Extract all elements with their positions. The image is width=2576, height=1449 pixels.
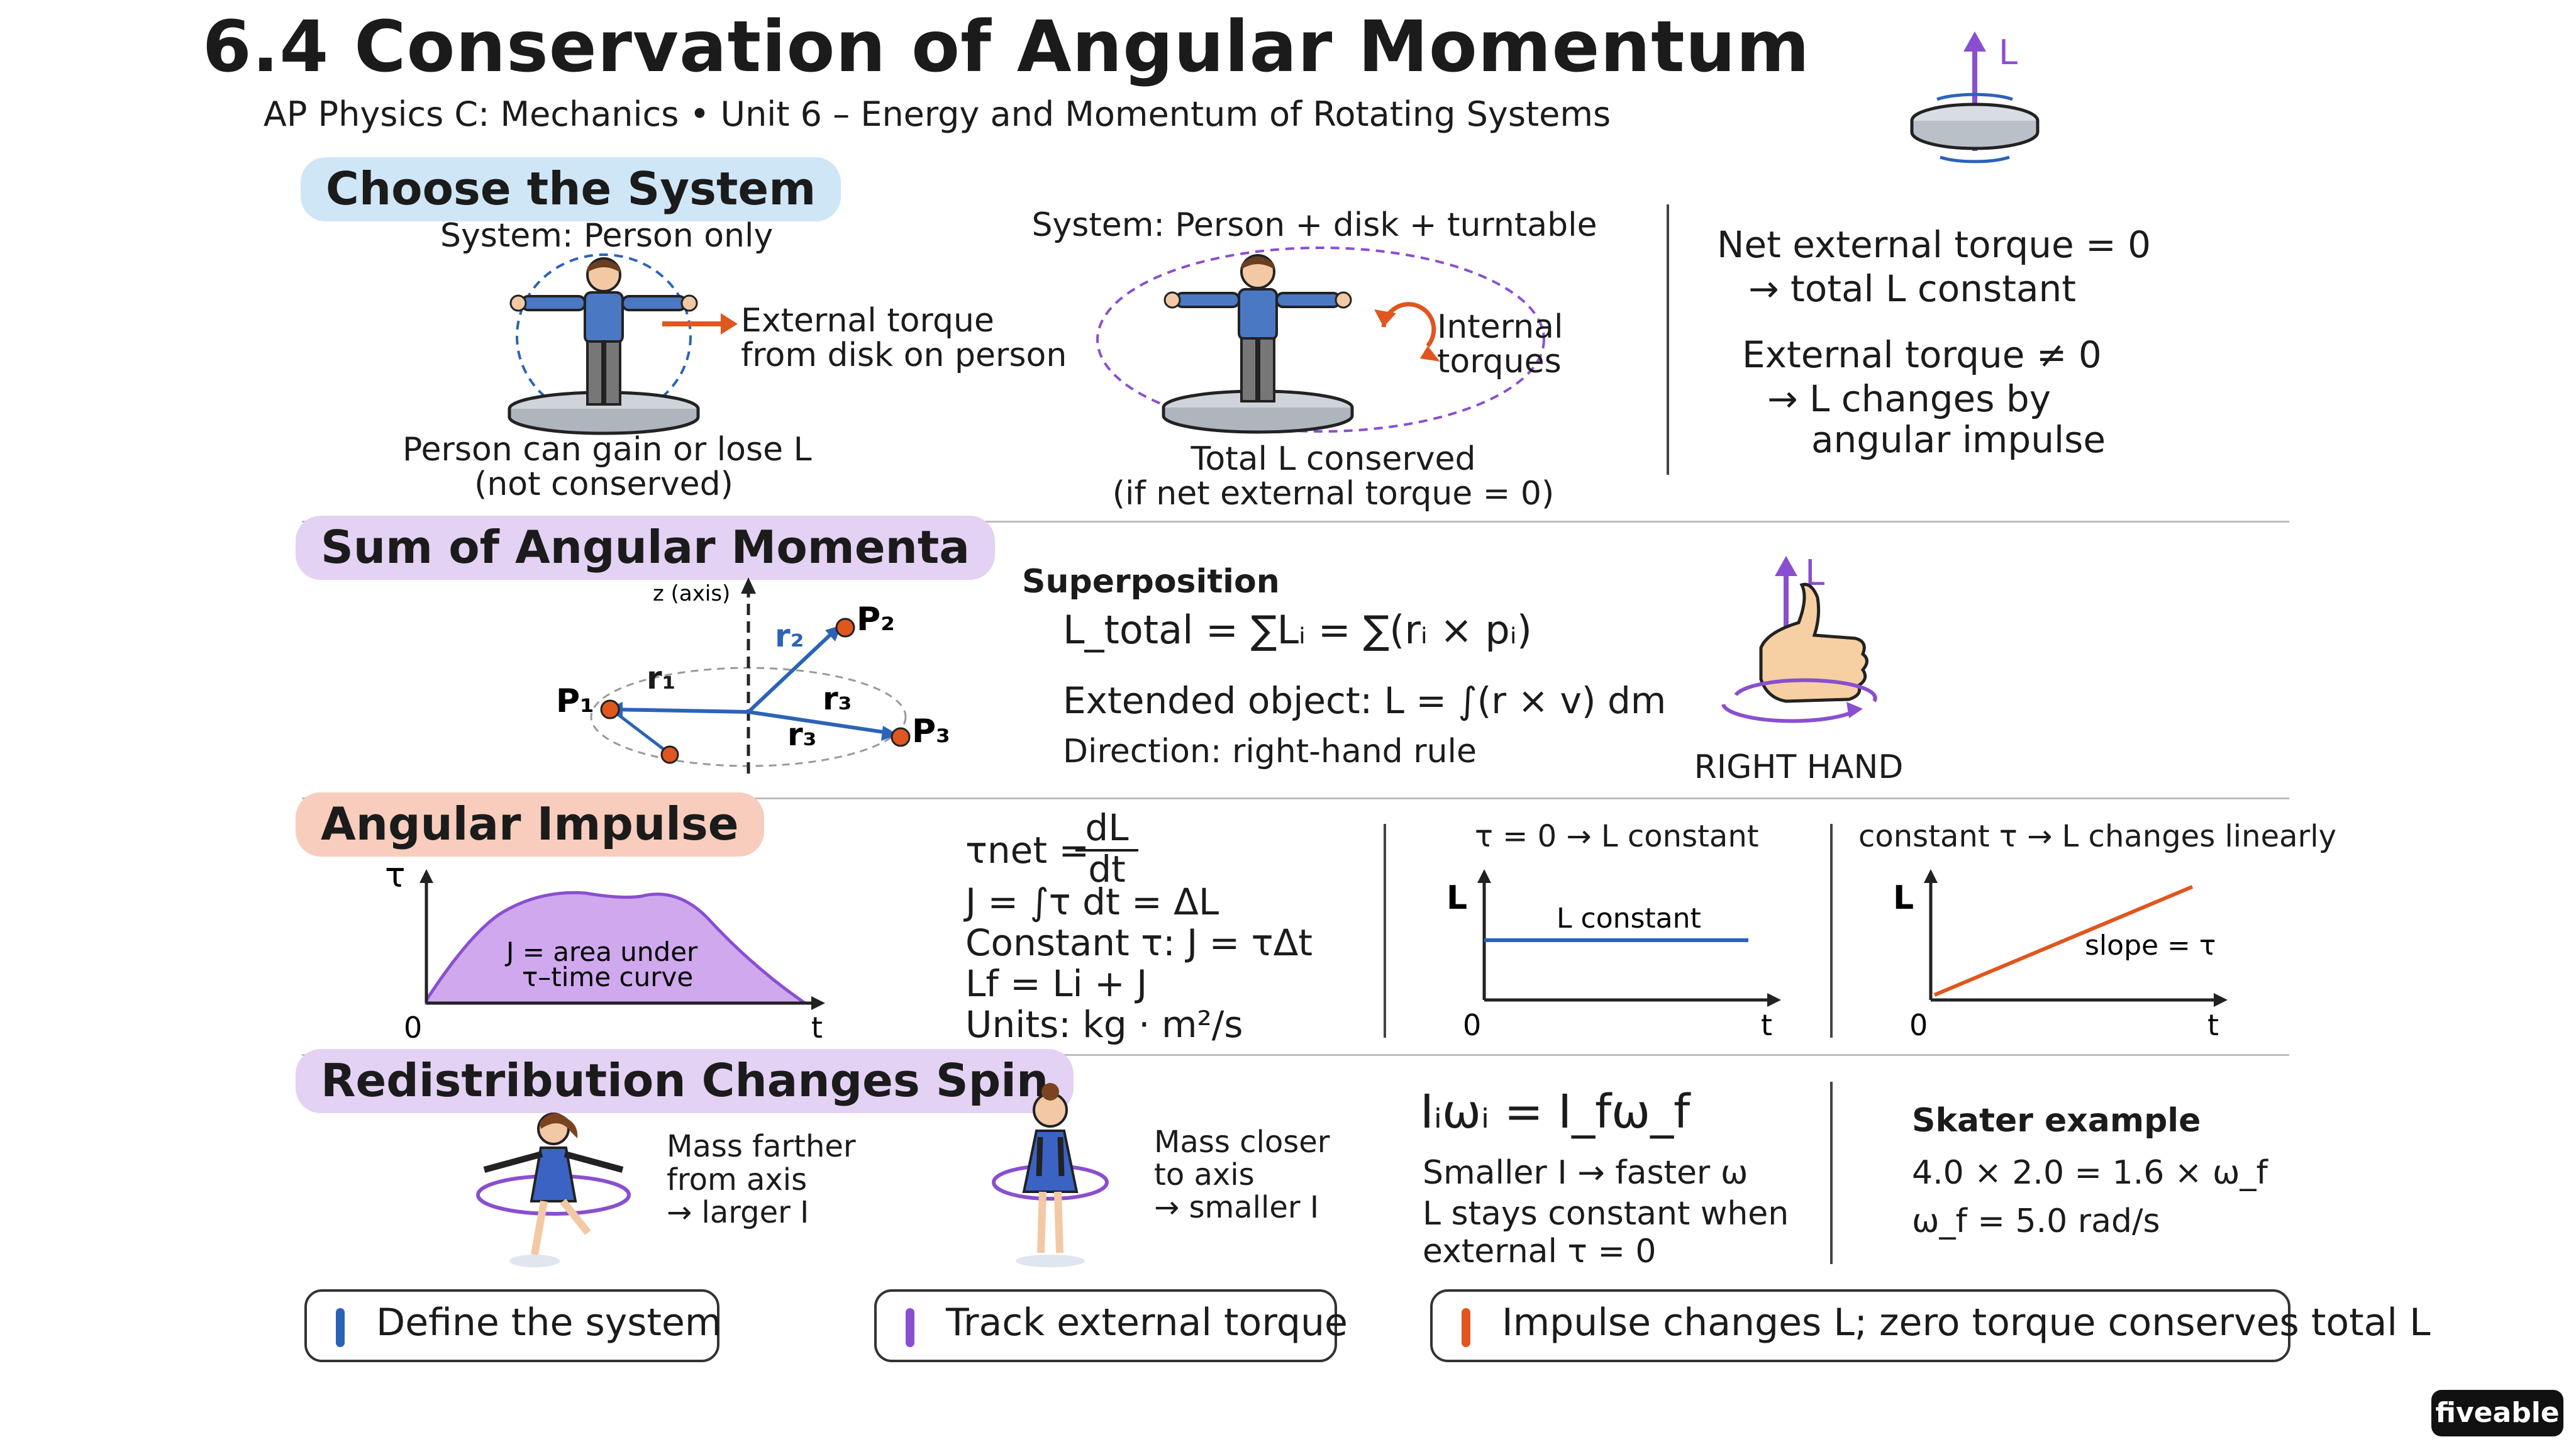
r2-label: r₂ [775, 618, 804, 654]
system-mid-bottom: Total L conserved [1191, 440, 1476, 478]
summary-label-1: Define the system [376, 1301, 722, 1345]
rule-net-nonzero-result-2: angular impulse [1811, 418, 2106, 461]
internal-torques-note-2: torques [1437, 343, 1562, 380]
graph1-line-label: L constant [1557, 902, 1701, 935]
r1-label: r₁ [647, 660, 676, 696]
particle-system-diagram: z (axis) P₁ P₂ P₃ r₁ r₂ r₃ r₃ [556, 577, 950, 774]
p3-label: P₃ [912, 713, 950, 750]
section-heading-spin: Redistribution Changes Spin [296, 1049, 1074, 1113]
superposition-equation: L_total = ∑Lᵢ = ∑(rᵢ × pᵢ) [1063, 607, 1532, 653]
system-left-bottom-2: (not conserved) [474, 465, 733, 503]
skater-arms-in-icon [992, 1083, 1109, 1267]
extended-object-equation: Extended object: L = ∫(r × v) dm [1063, 679, 1667, 722]
constant-torque-equation: Constant τ: J = τΔt [965, 921, 1313, 964]
summary-box-impulse: Impulse changes L; zero torque conserves… [1430, 1289, 2431, 1362]
final-momentum-equation: Lf = Li + J [965, 962, 1148, 1005]
person-on-disk-figure [508, 253, 700, 435]
mass-closer-note: Mass closer [1154, 1124, 1330, 1160]
brand-logo: fiveable [2431, 1390, 2563, 1436]
tau-net-denominator: dt [1088, 848, 1126, 891]
graph2-origin: 0 [1909, 1008, 1928, 1042]
graph2-slope-label: slope = τ [2085, 930, 2216, 962]
graph2-title: constant τ → L changes linearly [1858, 819, 2336, 854]
impulse-origin-label: 0 [404, 1011, 422, 1045]
system-divider [1667, 204, 1669, 475]
summary-label-2: Track external torque [946, 1301, 1348, 1345]
mass-closer-note-2: to axis [1154, 1157, 1255, 1192]
section-divider [302, 797, 2289, 799]
graph1-y-label: L [1446, 879, 1467, 917]
direction-rule: Direction: right-hand rule [1063, 733, 1477, 770]
right-hand-thumbs-up-icon: L [1721, 553, 1877, 723]
spin-divider [1830, 1082, 1833, 1264]
torque-time-graph: τ t 0 J = area under τ–time curve [385, 862, 825, 1045]
summary-bar-blue [336, 1308, 345, 1347]
area-note-2: τ–time curve [522, 962, 693, 992]
summary-box-define-system: Define the system [304, 1289, 722, 1362]
conservation-equation: Iᵢωᵢ = I_fω_f [1420, 1085, 1690, 1139]
rule-net-nonzero-result: → L changes by [1767, 377, 2051, 420]
external-torque-note: External torque [741, 302, 994, 340]
section-heading-sum: Sum of Angular Momenta [296, 516, 995, 580]
system-left-caption: System: Person only [440, 217, 774, 255]
p1-label: P₁ [556, 682, 594, 720]
p2-label: P₂ [857, 601, 895, 638]
linear-l-graph: L slope = τ t 0 [1893, 869, 2228, 1042]
graph2-x-label: t [2207, 1008, 2219, 1042]
graph2-y-label: L [1893, 879, 1914, 917]
external-torque-arrow-icon [662, 313, 738, 335]
constant-l-graph: L L constant t 0 [1446, 869, 1781, 1042]
units-line: Units: kg · m²/s [965, 1003, 1243, 1046]
graph1-x-label: t [1761, 1008, 1772, 1042]
impulse-divider-2 [1830, 824, 1833, 1038]
r3b-label: r₃ [787, 716, 817, 753]
section-divider [302, 521, 2289, 523]
rule-net-zero: Net external torque = 0 [1717, 223, 2151, 266]
mass-farther-note: Mass farther [667, 1129, 856, 1164]
r3-label: r₃ [823, 680, 852, 717]
summary-bar-purple [906, 1308, 914, 1347]
mass-farther-note-2: from axis [667, 1162, 808, 1197]
spin-line-2: L stays constant when [1423, 1195, 1789, 1233]
area-note-1: J = area under [504, 936, 698, 967]
mass-farther-note-3: → larger I [667, 1195, 809, 1230]
internal-torques-note: Internal [1437, 308, 1563, 346]
system-mid-caption: System: Person + disk + turntable [1031, 206, 1597, 244]
superposition-heading: Superposition [1022, 563, 1280, 601]
summary-bar-orange [1462, 1308, 1470, 1347]
z-axis-label: z (axis) [653, 581, 730, 606]
icon-vector-label: L [1999, 33, 2018, 72]
mass-closer-note-3: → smaller I [1154, 1190, 1319, 1225]
section-heading-impulse: Angular Impulse [296, 792, 764, 857]
graph1-origin: 0 [1463, 1008, 1481, 1042]
skater-example-title: Skater example [1912, 1102, 2201, 1140]
system-left-bottom: Person can gain or lose L [402, 431, 812, 469]
spin-line-3: external τ = 0 [1423, 1233, 1657, 1270]
spinning-disk-icon: L [1910, 31, 2040, 164]
skater-example-line-2: ω_f = 5.0 rad/s [1912, 1202, 2160, 1240]
graph1-title: τ = 0 → L constant [1475, 819, 1759, 854]
person-disk-turntable-figure [1096, 247, 1545, 434]
external-torque-note-2: from disk on person [741, 336, 1067, 374]
tau-net-lhs: τnet = [965, 829, 1090, 872]
impulse-divider-1 [1384, 824, 1386, 1038]
rule-net-zero-result: → total L constant [1748, 267, 2076, 310]
section-heading-system: Choose the System [301, 157, 841, 221]
impulse-integral-equation: J = ∫τ dt = ΔL [965, 880, 1219, 923]
right-hand-label: RIGHT HAND [1694, 748, 1904, 786]
tau-net-numerator: dL [1075, 806, 1138, 852]
section-divider [302, 1054, 2289, 1056]
summary-label-3: Impulse changes L; zero torque conserves… [1502, 1301, 2431, 1345]
system-mid-bottom-2: (if net external torque = 0) [1112, 475, 1555, 513]
rule-net-nonzero: External torque ≠ 0 [1742, 333, 2102, 376]
page-subtitle: AP Physics C: Mechanics • Unit 6 – Energ… [263, 94, 1611, 134]
impulse-t-axis-label: t [811, 1011, 823, 1045]
page-title: 6.4 Conservation of Angular Momentum [202, 6, 1811, 88]
tau-axis-label: τ [385, 862, 406, 895]
spin-line-1: Smaller I → faster ω [1423, 1154, 1748, 1192]
skater-example-line-1: 4.0 × 2.0 = 1.6 × ω_f [1912, 1154, 2268, 1192]
skater-arms-out-icon [476, 1113, 631, 1267]
summary-box-track-torque: Track external torque [874, 1289, 1348, 1362]
